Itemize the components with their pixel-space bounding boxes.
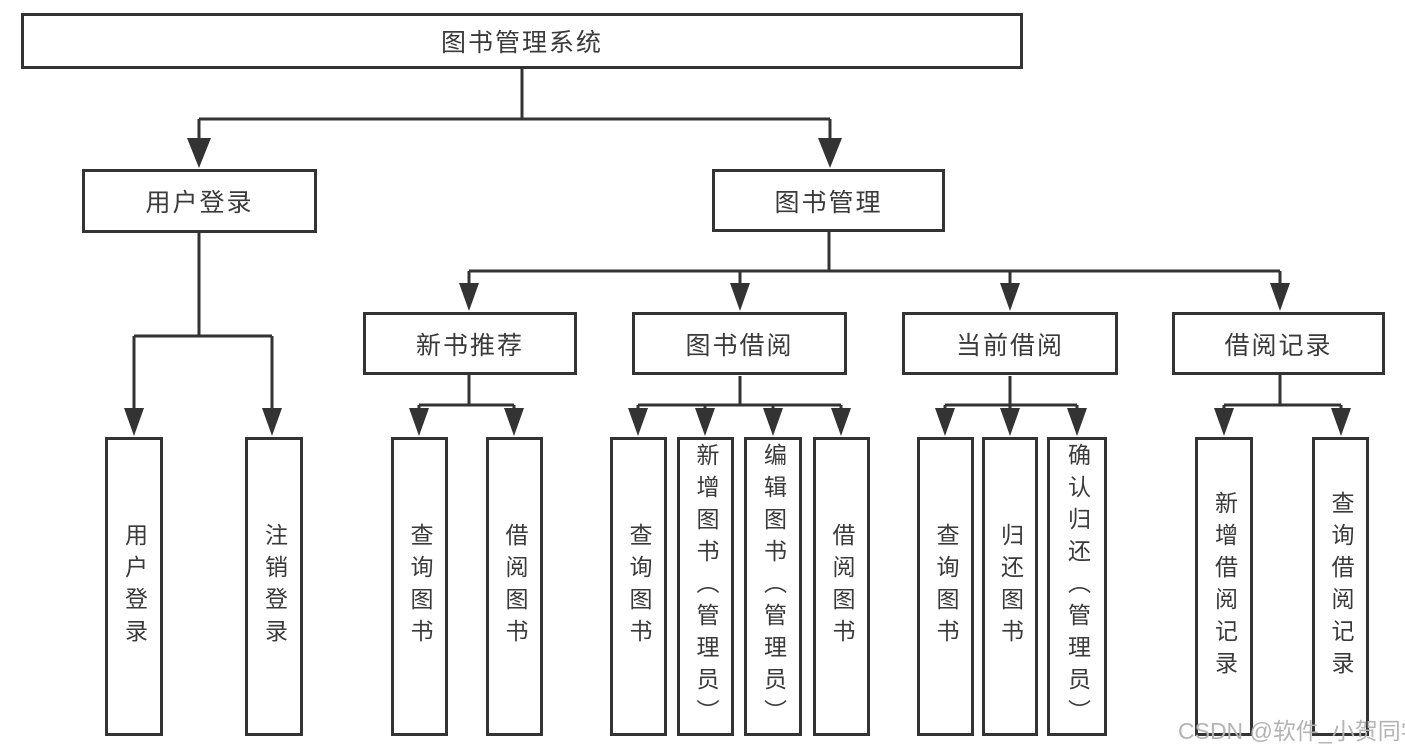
arrowhead: [831, 408, 851, 436]
connector-root-to-level2: [197, 69, 832, 142]
node-root-system: 图书管理系统: [21, 13, 1023, 69]
arrowhead: [818, 138, 842, 168]
leaf-return-books: 归还图书: [982, 437, 1038, 736]
connector-book-mgmt-children: [467, 232, 1282, 284]
leaf-borrow-books-recommend: 借阅图书: [486, 437, 543, 736]
node-label: 用户登录: [121, 522, 148, 651]
leaf-query-books-current: 查询图书: [917, 437, 974, 736]
node-label: 查询图书: [626, 522, 652, 651]
csdn-watermark: CSDN @软件_小贺同学: [1178, 718, 1405, 744]
node-borrow-record: 借阅记录: [1172, 312, 1385, 375]
leaf-logout: 注销登录: [245, 437, 303, 736]
arrowhead: [763, 408, 783, 436]
node-label: 用户登录: [145, 189, 254, 217]
leaf-add-borrow-record: 新增借阅记录: [1195, 437, 1253, 736]
leaf-confirm-return-admin: 确认归还（管理员）: [1047, 437, 1107, 736]
node-label: 确认归还（管理员）: [1064, 442, 1091, 731]
arrowhead: [124, 408, 144, 436]
arrowhead: [935, 408, 955, 436]
node-label: 新增图书（管理员）: [693, 442, 719, 731]
connector-book-borrow-children: [636, 376, 843, 410]
leaf-add-books-admin: 新增图书（管理员）: [677, 437, 734, 736]
node-label: 注销登录: [261, 522, 288, 651]
node-label: 归还图书: [997, 522, 1024, 651]
arrowhead: [1214, 408, 1234, 436]
arrowhead: [730, 283, 750, 311]
node-label: 借阅记录: [1224, 331, 1333, 360]
arrowhead: [187, 138, 211, 168]
leaf-query-books-recommend: 查询图书: [391, 437, 448, 736]
node-label: 新书推荐: [415, 331, 524, 360]
arrowhead: [1000, 408, 1020, 436]
leaf-query-books-borrow: 查询图书: [610, 437, 667, 736]
node-label: 图书管理: [774, 188, 883, 217]
node-label: 图书管理系统: [440, 29, 603, 57]
connector-current-borrow-children: [943, 376, 1079, 410]
node-label: 查询借阅记录: [1328, 490, 1354, 683]
arrowhead: [459, 283, 479, 311]
node-book-borrow: 图书借阅: [632, 312, 847, 375]
node-label: 借阅图书: [502, 522, 528, 651]
node-label: 当前借阅: [955, 331, 1064, 360]
node-label: 查询图书: [407, 522, 433, 651]
connector-new-book-children: [417, 375, 516, 410]
node-label: 编辑图书（管理员）: [760, 442, 787, 731]
node-current-borrow: 当前借阅: [902, 312, 1118, 375]
arrowhead: [409, 408, 429, 436]
node-new-book-recommend: 新书推荐: [363, 312, 577, 375]
node-label: 查询图书: [933, 522, 959, 651]
node-label: 新增借阅记录: [1211, 490, 1238, 683]
connector-user-login-children: [132, 233, 274, 410]
arrowhead: [1331, 408, 1351, 436]
arrowhead: [1067, 408, 1087, 436]
node-user-login: 用户登录: [82, 169, 317, 233]
arrowhead: [1000, 283, 1020, 311]
leaf-borrow-books: 借阅图书: [813, 437, 870, 736]
leaf-query-borrow-record: 查询借阅记录: [1312, 437, 1369, 736]
leaf-user-login: 用户登录: [105, 437, 163, 736]
connector-borrow-record-children: [1222, 375, 1343, 410]
arrowhead: [628, 408, 648, 436]
arrowhead: [504, 408, 524, 436]
arrowhead: [695, 408, 715, 436]
node-label: 图书借阅: [685, 331, 794, 360]
arrowhead: [262, 408, 282, 436]
node-label: 借阅图书: [829, 522, 855, 651]
leaf-edit-books-admin: 编辑图书（管理员）: [744, 437, 802, 736]
arrowhead: [1270, 283, 1290, 311]
node-book-management: 图书管理: [712, 169, 945, 232]
